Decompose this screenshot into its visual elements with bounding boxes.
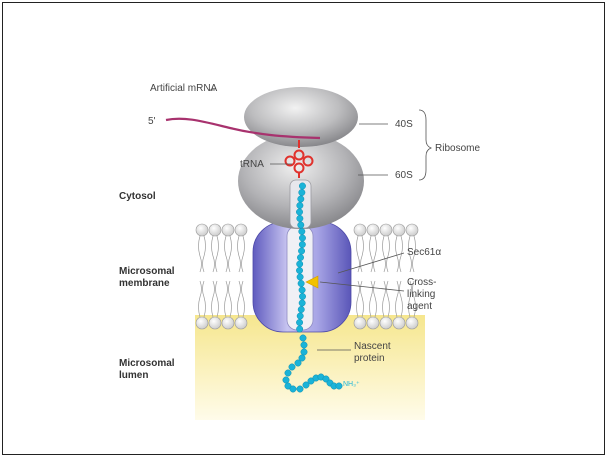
protein-bead bbox=[299, 183, 305, 189]
label-crosslink-1: Cross- bbox=[407, 277, 436, 288]
lipid-head bbox=[367, 224, 379, 236]
protein-bead bbox=[297, 215, 303, 221]
protein-bead bbox=[299, 293, 305, 299]
lipid-tail bbox=[225, 281, 232, 317]
lipid-head bbox=[235, 317, 247, 329]
lipid-tail bbox=[370, 281, 377, 317]
lipid-head bbox=[393, 224, 405, 236]
lipid-tail bbox=[212, 236, 219, 272]
protein-bead bbox=[298, 306, 304, 312]
protein-bead bbox=[297, 313, 303, 319]
lipid-head bbox=[354, 317, 366, 329]
lipid-head bbox=[393, 317, 405, 329]
protein-bead bbox=[298, 280, 304, 286]
lipid-tail bbox=[383, 236, 390, 272]
protein-bead bbox=[296, 261, 302, 267]
lipid-tail bbox=[396, 281, 403, 317]
lipid-head bbox=[367, 317, 379, 329]
protein-bead bbox=[299, 235, 305, 241]
lipid-head bbox=[235, 224, 247, 236]
label-ribosome: Ribosome bbox=[435, 143, 480, 154]
label-lumen-1: Microsomal bbox=[119, 358, 175, 369]
label-nascent-1: Nascent bbox=[354, 341, 391, 352]
lipid-tail bbox=[212, 281, 219, 317]
lipid-head bbox=[406, 317, 418, 329]
label-crosslink-2: linking bbox=[407, 289, 435, 300]
lipid-head bbox=[380, 224, 392, 236]
lipid-tail bbox=[199, 236, 206, 272]
protein-bead bbox=[300, 335, 306, 341]
protein-bead bbox=[297, 386, 303, 392]
lipid-tail bbox=[199, 281, 206, 317]
protein-bead bbox=[299, 241, 305, 247]
label-cytosol: Cytosol bbox=[119, 191, 156, 202]
label-60s: 60S bbox=[395, 170, 413, 181]
protein-bead bbox=[299, 300, 305, 306]
lipid-head bbox=[354, 224, 366, 236]
label-nascent-2: protein bbox=[354, 353, 385, 364]
lipid-head bbox=[406, 224, 418, 236]
label-membrane-1: Microsomal bbox=[119, 266, 175, 277]
label-sec61: Sec61α bbox=[407, 247, 441, 258]
protein-bead bbox=[298, 196, 304, 202]
protein-bead bbox=[283, 377, 289, 383]
lipid-head bbox=[222, 224, 234, 236]
protein-bead bbox=[297, 202, 303, 208]
label-lumen-2: lumen bbox=[119, 370, 148, 381]
protein-bead bbox=[336, 383, 342, 389]
lipid-tail bbox=[238, 281, 245, 317]
protein-bead bbox=[301, 342, 307, 348]
protein-bead bbox=[295, 360, 301, 366]
label-40s: 40S bbox=[395, 119, 413, 130]
protein-bead bbox=[299, 189, 305, 195]
lipid-tail bbox=[225, 236, 232, 272]
protein-bead bbox=[299, 228, 305, 234]
protein-bead bbox=[296, 319, 302, 325]
protein-bead bbox=[298, 248, 304, 254]
protein-bead bbox=[285, 370, 291, 376]
lipid-tail bbox=[238, 236, 245, 272]
lipid-head bbox=[196, 317, 208, 329]
protein-bead bbox=[296, 326, 302, 332]
protein-bead bbox=[298, 222, 304, 228]
protein-bead bbox=[299, 287, 305, 293]
lipid-head bbox=[209, 224, 221, 236]
protein-bead bbox=[296, 209, 302, 215]
lipid-tail bbox=[370, 236, 377, 272]
protein-bead bbox=[297, 274, 303, 280]
lipid-tail bbox=[383, 281, 390, 317]
protein-bead bbox=[290, 386, 296, 392]
label-crosslink-3: agent bbox=[407, 301, 432, 312]
label-trna: tRNA bbox=[240, 159, 264, 170]
lipid-head bbox=[196, 224, 208, 236]
lipid-head bbox=[222, 317, 234, 329]
protein-bead bbox=[289, 364, 295, 370]
lipid-head bbox=[209, 317, 221, 329]
label-membrane-2: membrane bbox=[119, 278, 170, 289]
protein-bead bbox=[297, 254, 303, 260]
protein-bead bbox=[301, 349, 307, 355]
label-nh3: NH₃⁺ bbox=[343, 381, 360, 388]
label-five-prime: 5' bbox=[148, 116, 156, 127]
label-artificial-mrna: Artificial mRNA bbox=[150, 83, 218, 94]
lipid-head bbox=[380, 317, 392, 329]
protein-bead bbox=[296, 267, 302, 273]
